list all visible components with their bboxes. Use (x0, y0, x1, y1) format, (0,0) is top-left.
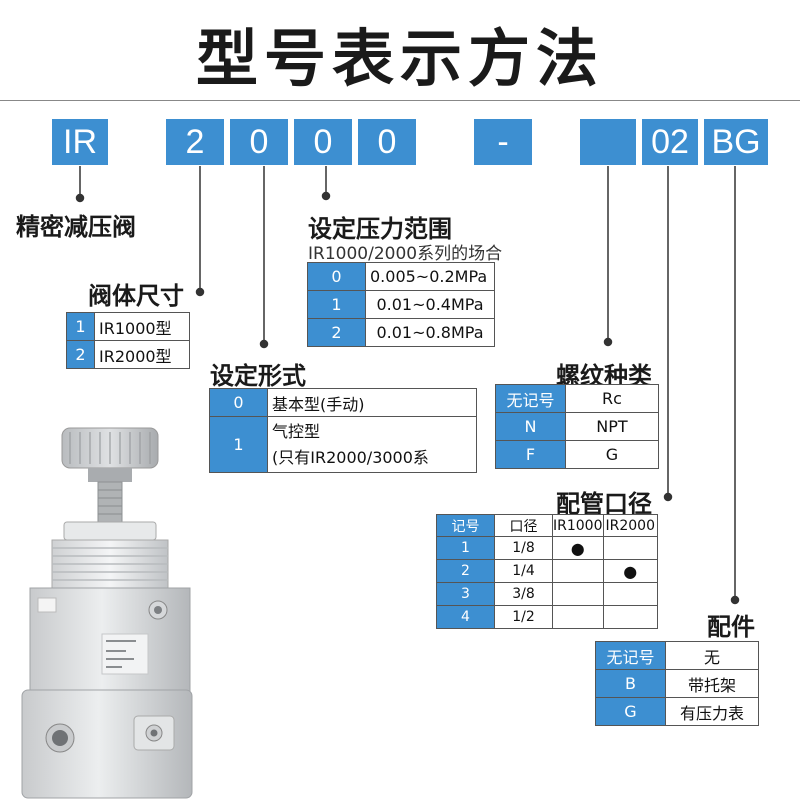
accessory-label: 配件 (707, 613, 755, 641)
page-title: 型号表示方法 (195, 22, 604, 95)
thread-key: N (495, 412, 566, 441)
title-divider (0, 100, 800, 101)
accessory-table: 无记号 无 B 带托架 G 有压力表 (595, 641, 759, 726)
body-size-key: 1 (66, 312, 95, 341)
table-row: N NPT (495, 412, 659, 441)
port-size: 1/2 (494, 605, 553, 629)
thread-value: G (565, 440, 659, 469)
valve-label: 精密减压阀 (16, 213, 136, 241)
port-header-ir2000: IR2000 (602, 514, 658, 537)
body-size-label: 阀体尺寸 (88, 282, 184, 310)
code-port-box: 02 (642, 119, 698, 165)
setting-label: 设定形式 (210, 362, 306, 390)
port-header-ir1000: IR1000 (552, 514, 604, 537)
code-thread-box (580, 119, 636, 165)
setting-table: 0 基本型(手动) 1 气控型 (只有IR2000/3000系 (209, 388, 477, 473)
table-row: 3 3/8 (436, 582, 658, 606)
table-header-row: 记号 口径 IR1000 IR2000 (436, 514, 658, 537)
port-key: 1 (436, 536, 495, 560)
body-size-value: IR1000型 (94, 312, 190, 341)
port-ir1000: ● (552, 536, 604, 560)
setting-value: 气控型 (只有IR2000/3000系 (267, 416, 477, 473)
port-size: 1/4 (494, 559, 553, 583)
setting-value-line1: 气控型 (272, 421, 321, 441)
code-dash-box: - (474, 119, 532, 165)
port-size: 3/8 (494, 582, 553, 606)
table-row: 1 IR1000型 (66, 312, 190, 341)
port-header-key: 记号 (436, 514, 495, 537)
regulator-product-image (21, 427, 193, 799)
accessory-key: G (595, 697, 666, 726)
setting-value-line2: (只有IR2000/3000系 (272, 447, 429, 467)
table-row: G 有压力表 (595, 697, 759, 726)
pressure-value: 0.005~0.2MPa (365, 262, 495, 291)
accessory-key: B (595, 669, 666, 698)
code-series-box: IR (52, 119, 108, 165)
table-row: 2 0.01~0.8MPa (307, 318, 495, 347)
pressure-key: 1 (307, 290, 366, 319)
port-ir1000 (552, 605, 604, 629)
table-row: 0 0.005~0.2MPa (307, 262, 495, 291)
port-label: 配管口径 (556, 490, 652, 518)
code-pressure-box: 0 (294, 119, 352, 165)
pressure-label: 设定压力范围 (308, 215, 452, 243)
accessory-value: 有压力表 (665, 697, 759, 726)
port-ir2000: ● (602, 559, 658, 583)
port-ir2000 (602, 605, 658, 629)
setting-key: 1 (209, 416, 268, 473)
table-row: 2 1/4 ● (436, 559, 658, 583)
port-ir1000 (552, 559, 604, 583)
table-row: 1 气控型 (只有IR2000/3000系 (209, 416, 477, 473)
setting-key: 0 (209, 388, 268, 417)
accessory-key: 无记号 (595, 641, 666, 670)
port-key: 4 (436, 605, 495, 629)
pressure-key: 0 (307, 262, 366, 291)
body-size-key: 2 (66, 340, 95, 369)
table-row: F G (495, 440, 659, 469)
pressure-key: 2 (307, 318, 366, 347)
pressure-value: 0.01~0.4MPa (365, 290, 495, 319)
pressure-sublabel: IR1000/2000系列的场合 (308, 244, 503, 264)
port-table: 记号 口径 IR1000 IR2000 1 1/8 ● 2 1/4 ● 3 3/… (436, 514, 658, 629)
table-row: 1 1/8 ● (436, 536, 658, 560)
accessory-value: 带托架 (665, 669, 759, 698)
table-row: 无记号 无 (595, 641, 759, 670)
code-size-box: 2 (166, 119, 224, 165)
accessory-value: 无 (665, 641, 759, 670)
port-key: 3 (436, 582, 495, 606)
table-row: 1 0.01~0.4MPa (307, 290, 495, 319)
code-digit2-box: 0 (230, 119, 288, 165)
pressure-value: 0.01~0.8MPa (365, 318, 495, 347)
port-header-size: 口径 (494, 514, 553, 537)
thread-table: 无记号 Rc N NPT F G (495, 384, 659, 469)
thread-value: NPT (565, 412, 659, 441)
table-row: 2 IR2000型 (66, 340, 190, 369)
table-row: 4 1/2 (436, 605, 658, 629)
table-row: 无记号 Rc (495, 384, 659, 413)
pressure-table: 0 0.005~0.2MPa 1 0.01~0.4MPa 2 0.01~0.8M… (307, 262, 495, 347)
thread-value: Rc (565, 384, 659, 413)
thread-key: 无记号 (495, 384, 566, 413)
port-ir2000 (602, 582, 658, 606)
port-ir2000 (602, 536, 658, 560)
port-key: 2 (436, 559, 495, 583)
port-size: 1/8 (494, 536, 553, 560)
body-size-table: 1 IR1000型 2 IR2000型 (66, 312, 190, 369)
thread-key: F (495, 440, 566, 469)
code-accessory-box: BG (704, 119, 768, 165)
table-row: 0 基本型(手动) (209, 388, 477, 417)
setting-value: 基本型(手动) (267, 388, 477, 417)
table-row: B 带托架 (595, 669, 759, 698)
code-setting-box: 0 (358, 119, 416, 165)
body-size-value: IR2000型 (94, 340, 190, 369)
port-ir1000 (552, 582, 604, 606)
